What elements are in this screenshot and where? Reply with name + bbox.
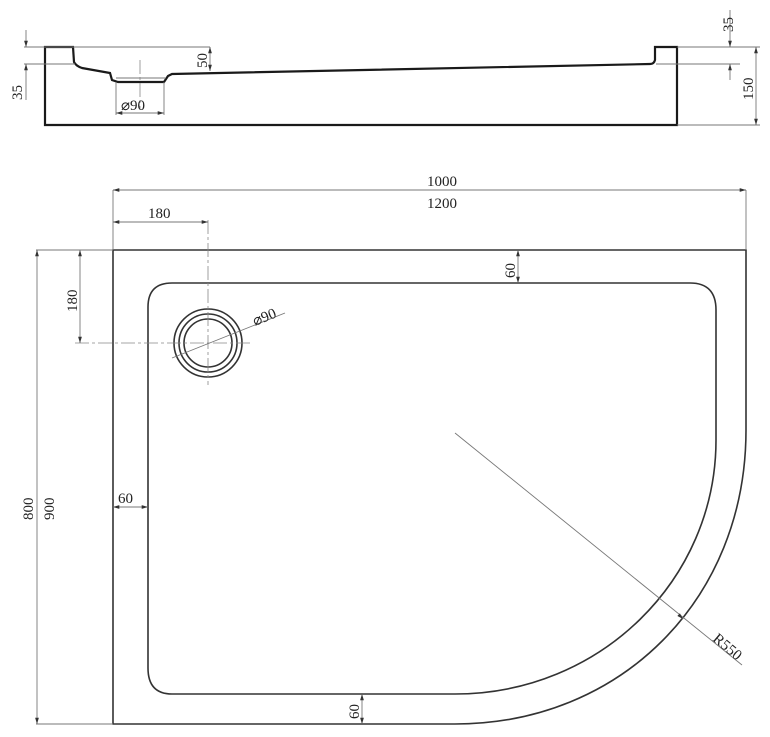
side-drain-depth-label: 50 [195,53,211,68]
drain: ⌀90 [75,220,286,385]
drain-diameter-leader [171,312,286,359]
tray-outer-outline [112,249,747,725]
rim-left-label: 60 [118,491,133,507]
rim-top-label: 60 [503,263,519,278]
width-label-1000: 1000 [427,174,457,190]
radius-leader [454,432,743,666]
drain-offset-y-label: 180 [65,290,81,313]
side-view: ⌀90 35 50 35 150 [10,10,760,127]
side-left-rim-label: 35 [10,85,26,100]
rim-bottom-label: 60 [347,704,363,719]
side-total-height-label: 150 [741,78,757,101]
radius-label: R550 [709,631,744,664]
side-right-rim-label: 35 [721,17,737,32]
depth-label-800: 800 [21,498,37,521]
side-drain-diameter-label: ⌀90 [121,98,145,114]
drain-diameter-label: ⌀90 [251,306,279,330]
drain-offset-x-label: 180 [148,206,171,222]
top-view: ⌀90 1000 1200 180 180 60 60 60 800 900 [21,174,747,725]
width-label-1200: 1200 [427,196,457,212]
depth-label-900: 900 [42,498,58,521]
tray-inner-outline [147,282,717,695]
radius-arrow [677,613,684,620]
